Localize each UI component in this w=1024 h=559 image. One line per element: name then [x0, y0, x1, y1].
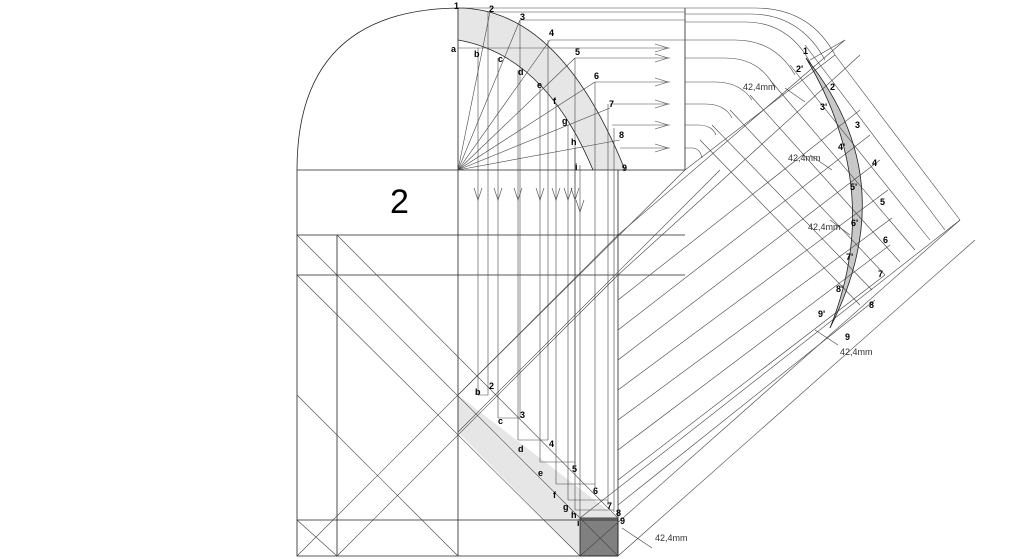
developed-point-label: 9 — [845, 332, 850, 342]
horizontal-projections — [458, 7, 685, 153]
lower-letter-label: i — [577, 518, 580, 528]
developed-point-label: 8' — [836, 284, 843, 294]
lower-point-label: 8 — [616, 508, 621, 518]
profile-letter-label: f — [553, 96, 557, 106]
arc-point-label: 8 — [619, 130, 624, 140]
lower-letter-label: f — [553, 490, 557, 500]
developed-point-label: 3 — [855, 120, 860, 130]
developed-point-label: 5' — [850, 182, 857, 192]
upper-shaded-band — [458, 8, 625, 170]
radial-lines — [457, 8, 621, 171]
developed-arcs — [805, 39, 863, 329]
developed-point-label: 4' — [838, 142, 845, 152]
lower-letter-label: b — [475, 387, 481, 397]
lower-point-label: 3 — [520, 410, 525, 420]
right-shaded-lens — [806, 58, 863, 328]
developed-point-label: 6' — [851, 218, 858, 228]
arc-point-labels: 1 2 3 4 5 6 7 8 9 — [454, 1, 627, 173]
developed-point-labels: 1 2' 2 3' 3 4' 4 5' 5 6' 6 7' 7 8' 8 9' … — [796, 46, 888, 342]
lower-point-label: 9 — [620, 516, 625, 526]
profile-letter-label: e — [537, 80, 542, 90]
profile-letter-label: b — [474, 49, 480, 59]
developed-point-label: 7 — [878, 269, 883, 279]
developed-point-label: 7' — [846, 252, 853, 262]
dimension-label: 42,4mm — [655, 533, 688, 543]
developed-point-label: 3' — [820, 102, 827, 112]
profile-letter-label: h — [571, 137, 577, 147]
section-number: 2 — [390, 183, 409, 221]
arc-point-label: 3 — [520, 12, 525, 22]
lower-point-labels: 2 3 4 5 6 7 8 9 — [489, 381, 625, 526]
dimension-label: 42,4mm — [743, 82, 776, 92]
dimension-markers — [621, 87, 851, 549]
lower-point-label: 5 — [572, 464, 577, 474]
profile-letter-label: d — [518, 67, 524, 77]
lower-point-label: 7 — [607, 501, 612, 511]
profile-letter-labels: a b c d e f g h i — [451, 44, 578, 172]
lower-point-label: 6 — [593, 486, 598, 496]
lower-point-label: 2 — [489, 381, 494, 391]
arc-point-label: 7 — [609, 99, 614, 109]
dimension-label: 42,4mm — [788, 153, 821, 163]
shaded-regions — [458, 8, 863, 557]
lower-letter-label: g — [563, 502, 569, 512]
lower-letter-label: h — [571, 510, 577, 520]
arc-point-label: 2 — [489, 4, 494, 14]
lower-letter-labels: b c d e f g h i — [475, 387, 580, 528]
developed-point-label: 9' — [818, 309, 825, 319]
profile-letter-label: g — [562, 116, 568, 126]
lower-point-label: 4 — [549, 439, 554, 449]
profile-letter-label: a — [451, 44, 457, 54]
dimension-labels: 42,4mm 42,4mm 42,4mm 42,4mm 42,4mm — [655, 82, 873, 543]
dimension-label: 42,4mm — [840, 347, 873, 357]
vertical-projections — [473, 12, 615, 518]
developed-point-label: 2 — [830, 82, 835, 92]
arc-point-label: 6 — [594, 71, 599, 81]
developed-point-label: 2' — [796, 64, 803, 74]
developed-point-label: 1 — [803, 46, 808, 56]
arc-point-label: 1 — [454, 1, 459, 11]
developed-point-label: 8 — [869, 300, 874, 310]
lower-letter-label: d — [518, 444, 524, 454]
lower-letter-label: e — [538, 468, 543, 478]
arc-point-label: 9 — [622, 163, 627, 173]
stepped-profile — [478, 385, 614, 511]
profile-letter-label: c — [498, 54, 503, 64]
developed-point-label: 5 — [880, 197, 885, 207]
arc-point-label: 4 — [549, 28, 554, 38]
diagonal-lines — [296, 39, 976, 557]
profile-letter-label: i — [575, 162, 578, 172]
arc-point-label: 5 — [575, 47, 580, 57]
developed-point-label: 6 — [883, 235, 888, 245]
developed-point-label: 4 — [872, 158, 877, 168]
lower-letter-label: c — [498, 416, 503, 426]
dimension-label: 42,4mm — [808, 222, 841, 232]
